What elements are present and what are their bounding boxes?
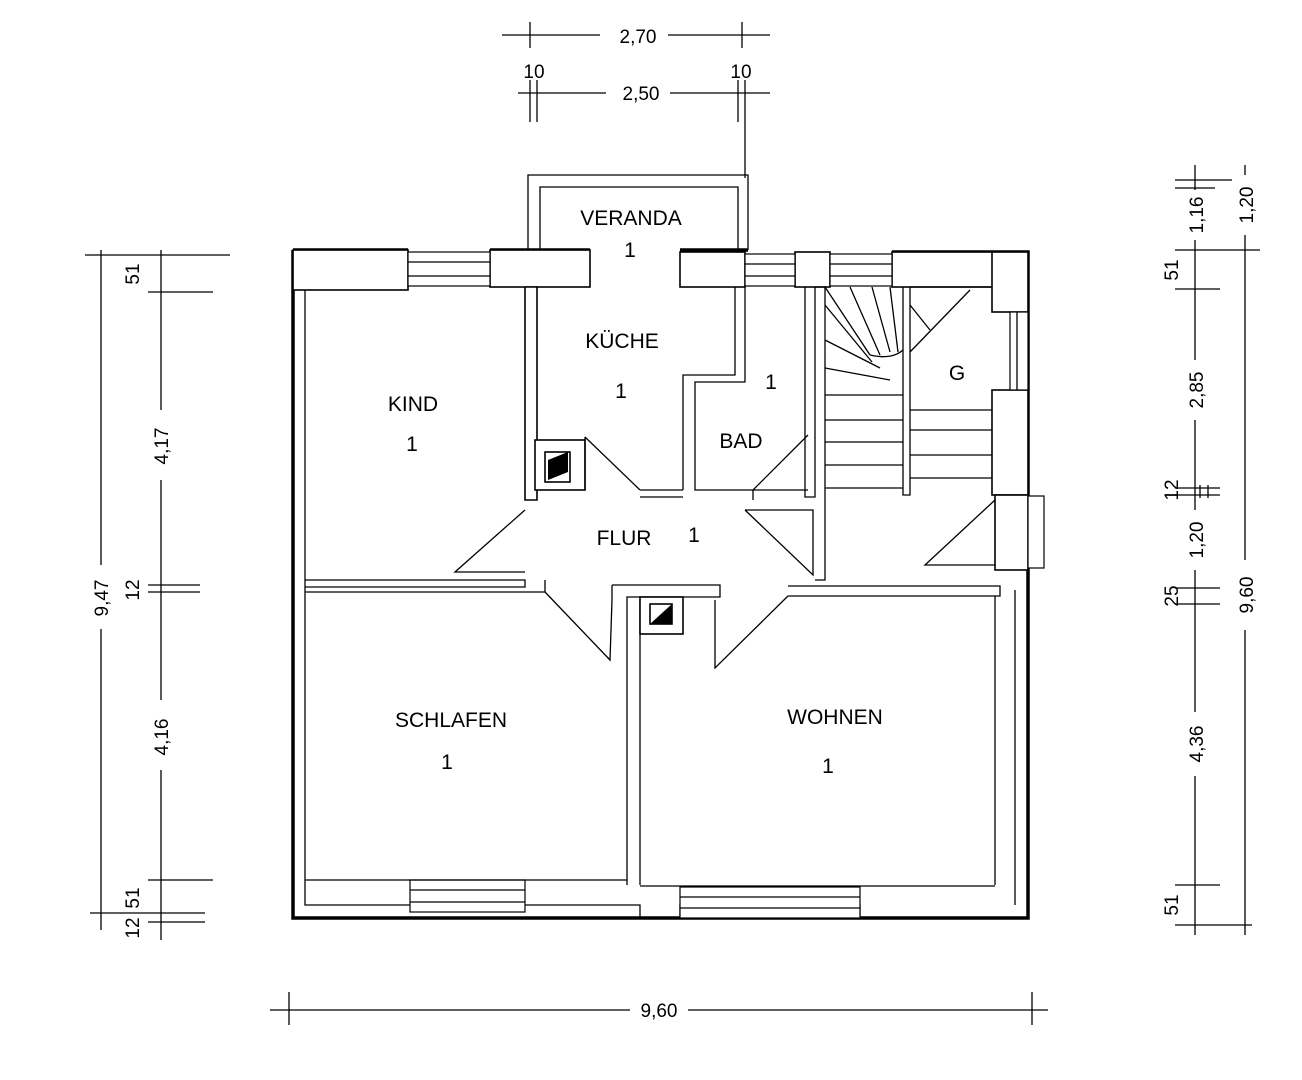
room-g-label: G [949,362,965,385]
dim-left-a: 51 [123,263,144,284]
door-swings [453,434,996,670]
room-veranda-num: 1 [624,239,636,262]
dim-right-e: 1,20 [1187,522,1208,559]
left-dimensions: 9,47 51 4,17 12 4,16 51 12 [85,250,230,940]
veranda [527,174,749,250]
dim-top-left-wall: 10 [523,62,544,83]
room-bad-num: 1 [765,371,777,394]
dim-right-c: 2,85 [1187,372,1208,409]
dim-left-b: 4,17 [152,428,173,465]
right-dimensions: 1,20 1,16 51 2,85 12 1,20 9,60 25 4,36 5… [1162,165,1260,935]
room-schlafen-num: 1 [441,751,453,774]
room-veranda-label: VERANDA [580,207,682,230]
dim-top-inner: 2,50 [623,84,660,105]
dim-left-total: 9,47 [92,580,113,617]
room-labels: VERANDA 1 KÜCHE 1 KIND 1 1 BAD G FLUR 1 … [388,207,965,778]
dim-bottom-total: 9,60 [641,1001,678,1022]
dim-right-a: 1,16 [1187,197,1208,234]
room-schlafen-label: SCHLAFEN [395,709,507,732]
dim-left-e: 51 [123,887,144,908]
room-bad-label: BAD [719,430,762,453]
room-wohnen-label: WOHNEN [787,706,883,729]
bottom-dimension: 9,60 [270,992,1048,1025]
room-wohnen-num: 1 [822,755,834,778]
dim-right-f: 25 [1162,585,1183,606]
room-flur-num: 1 [688,524,700,547]
windows [407,251,1045,919]
dim-left-c: 12 [123,579,144,600]
room-kueche-num: 1 [615,380,627,403]
dim-right-h: 51 [1162,894,1183,915]
room-kind-label: KIND [388,393,438,416]
interior-walls [305,286,1001,887]
dim-right-b: 51 [1162,259,1183,280]
dim-top-right-wall: 10 [730,62,751,83]
top-dimensions: 2,70 2,50 10 10 [502,22,770,178]
stairs [824,286,992,489]
dim-left-d: 4,16 [152,719,173,756]
dim-top-total: 2,70 [620,27,657,48]
room-kind-num: 1 [406,433,418,456]
outer-walls [291,248,1030,920]
dim-left-f: 12 [123,917,144,938]
room-flur-label: FLUR [597,527,652,550]
dim-right-g: 4,36 [1187,726,1208,763]
dim-right-d: 12 [1162,479,1183,500]
room-kueche-label: KÜCHE [585,330,659,353]
dim-right-upper: 1,20 [1237,187,1258,224]
dim-right-total: 9,60 [1237,577,1258,614]
